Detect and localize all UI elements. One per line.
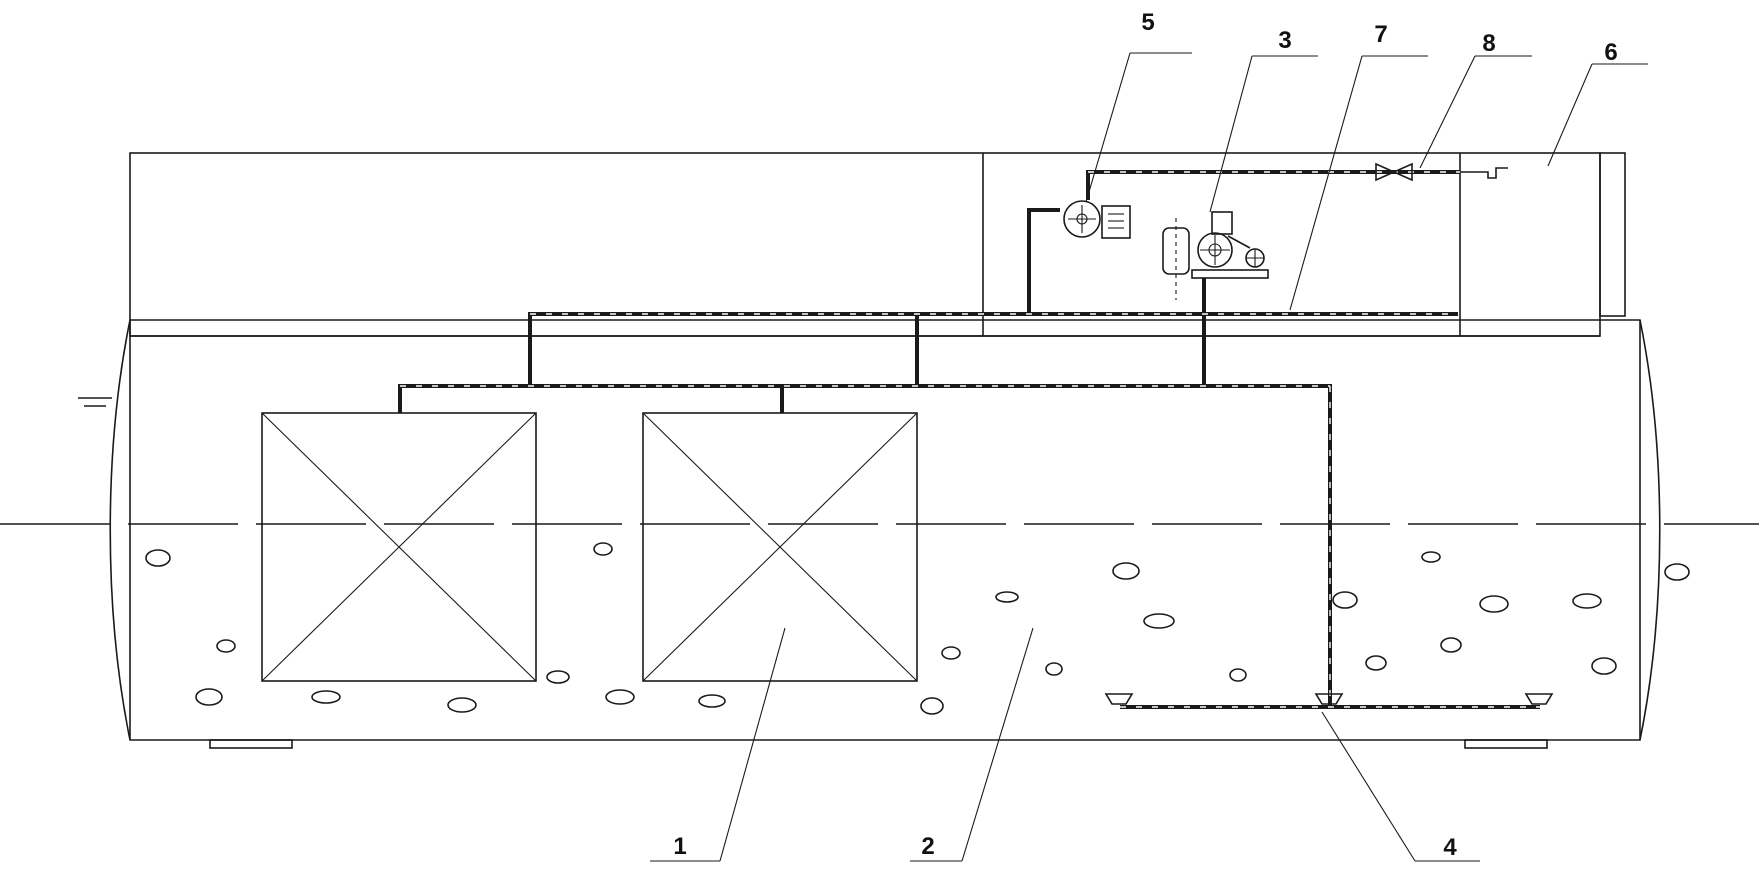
label-7: 7 (1374, 21, 1387, 48)
valve-icon (1375, 162, 1413, 182)
support-foot-left (209, 739, 293, 749)
label-3: 3 (1278, 27, 1291, 54)
diffuser-line (1104, 693, 1554, 709)
equipment-room (129, 152, 1626, 337)
label-4: 4 (1443, 834, 1457, 861)
media-module-left (261, 412, 537, 682)
water-level-mark (78, 397, 112, 407)
bubbles (145, 542, 1690, 715)
leader-lines (650, 52, 1648, 862)
label-2: 2 (921, 833, 934, 860)
tank-body (109, 319, 1661, 741)
label-1: 1 (673, 833, 686, 860)
air-pipe-network (398, 170, 1460, 707)
media-module-right (642, 412, 918, 682)
fan-icon (1063, 200, 1131, 239)
blower-icon (1162, 211, 1269, 300)
label-6: 6 (1604, 39, 1617, 66)
support-foot-right (1464, 739, 1548, 749)
outlet-nozzle (1460, 167, 1508, 179)
label-8: 8 (1482, 30, 1495, 57)
label-5: 5 (1141, 9, 1154, 36)
